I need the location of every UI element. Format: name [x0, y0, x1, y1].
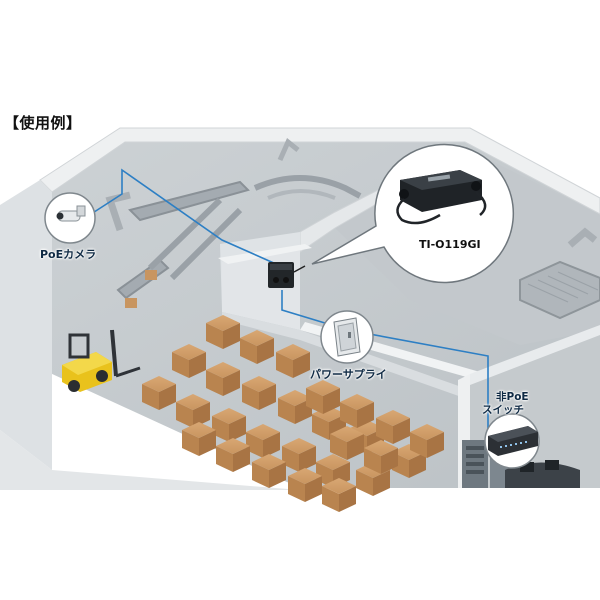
box-top	[212, 408, 246, 424]
box-side	[347, 434, 364, 460]
box-side	[340, 402, 357, 428]
box-side	[322, 486, 339, 512]
power-supply-label: パワーサプライ	[310, 368, 387, 381]
box-top	[276, 344, 310, 360]
box-side	[376, 418, 393, 444]
box-side	[182, 430, 199, 456]
box-side	[142, 384, 159, 410]
box-side	[306, 388, 323, 414]
box-side	[293, 352, 310, 378]
box-side	[299, 446, 316, 472]
box-side	[356, 470, 373, 496]
camera-label: PoEカメラ	[40, 248, 97, 261]
camera-callout	[44, 192, 96, 244]
box-side	[233, 446, 250, 472]
box-side	[409, 452, 426, 478]
box-side	[223, 370, 240, 396]
box-top	[282, 438, 316, 454]
box-side	[393, 418, 410, 444]
box-side	[193, 402, 210, 428]
box-side	[381, 448, 398, 474]
box-top	[306, 380, 340, 396]
box-side	[278, 398, 295, 424]
box-top	[176, 394, 210, 410]
box-top	[206, 315, 240, 331]
box-top	[182, 422, 216, 438]
box-side	[410, 432, 427, 458]
cardboard-boxes	[142, 315, 444, 512]
box-side	[199, 430, 216, 456]
box-side	[305, 476, 322, 502]
box-side	[216, 446, 233, 472]
box-side	[189, 352, 206, 378]
box-side	[212, 416, 229, 442]
box-top	[410, 424, 444, 440]
box-top	[340, 394, 374, 410]
box-side	[246, 432, 263, 458]
box-side	[312, 414, 329, 440]
box-side	[240, 338, 257, 364]
box-top	[364, 440, 398, 456]
product-model-label: TI-O119GI	[419, 238, 481, 251]
box-side	[252, 462, 269, 488]
box-side	[269, 462, 286, 488]
switch-callout	[484, 413, 540, 469]
box-top	[240, 330, 274, 346]
box-side	[223, 323, 240, 349]
box-side	[330, 434, 347, 460]
box-side	[288, 476, 305, 502]
box-side	[229, 416, 246, 442]
box-side	[323, 388, 340, 414]
box-top	[376, 410, 410, 426]
network-switch-icon	[488, 426, 538, 456]
box-top	[216, 438, 250, 454]
box-side	[339, 486, 356, 512]
page-heading: 【使用例】	[4, 114, 82, 132]
power-injector-icon	[268, 262, 306, 288]
box-side	[172, 352, 189, 378]
switch-label-line2: スイッチ	[482, 404, 524, 416]
box-side	[282, 446, 299, 472]
box-top	[322, 478, 356, 494]
camera-icon	[56, 205, 86, 222]
box-side	[276, 352, 293, 378]
box-side	[176, 402, 193, 428]
box-top	[242, 376, 276, 392]
box-top	[252, 454, 286, 470]
box-top	[278, 390, 312, 406]
box-top	[246, 424, 280, 440]
product-device-icon	[396, 170, 487, 225]
conveyor-icon	[105, 138, 600, 320]
forklift-icon	[62, 329, 141, 392]
box-side	[206, 370, 223, 396]
box-top	[142, 376, 176, 392]
box-top	[330, 426, 364, 442]
product-callout	[311, 143, 515, 284]
box-side	[259, 384, 276, 410]
power-supply-callout	[320, 310, 374, 364]
box-top	[288, 468, 322, 484]
box-side	[373, 470, 390, 496]
box-side	[357, 402, 374, 428]
box-top	[206, 362, 240, 378]
box-top	[172, 344, 206, 360]
box-side	[364, 448, 381, 474]
door-panel-icon	[333, 317, 361, 357]
box-side	[257, 338, 274, 364]
box-side	[263, 432, 280, 458]
box-side	[242, 384, 259, 410]
box-side	[427, 432, 444, 458]
box-side	[159, 384, 176, 410]
box-side	[206, 323, 223, 349]
box-top	[316, 454, 350, 470]
switch-label-line1: 非PoE	[496, 391, 529, 403]
